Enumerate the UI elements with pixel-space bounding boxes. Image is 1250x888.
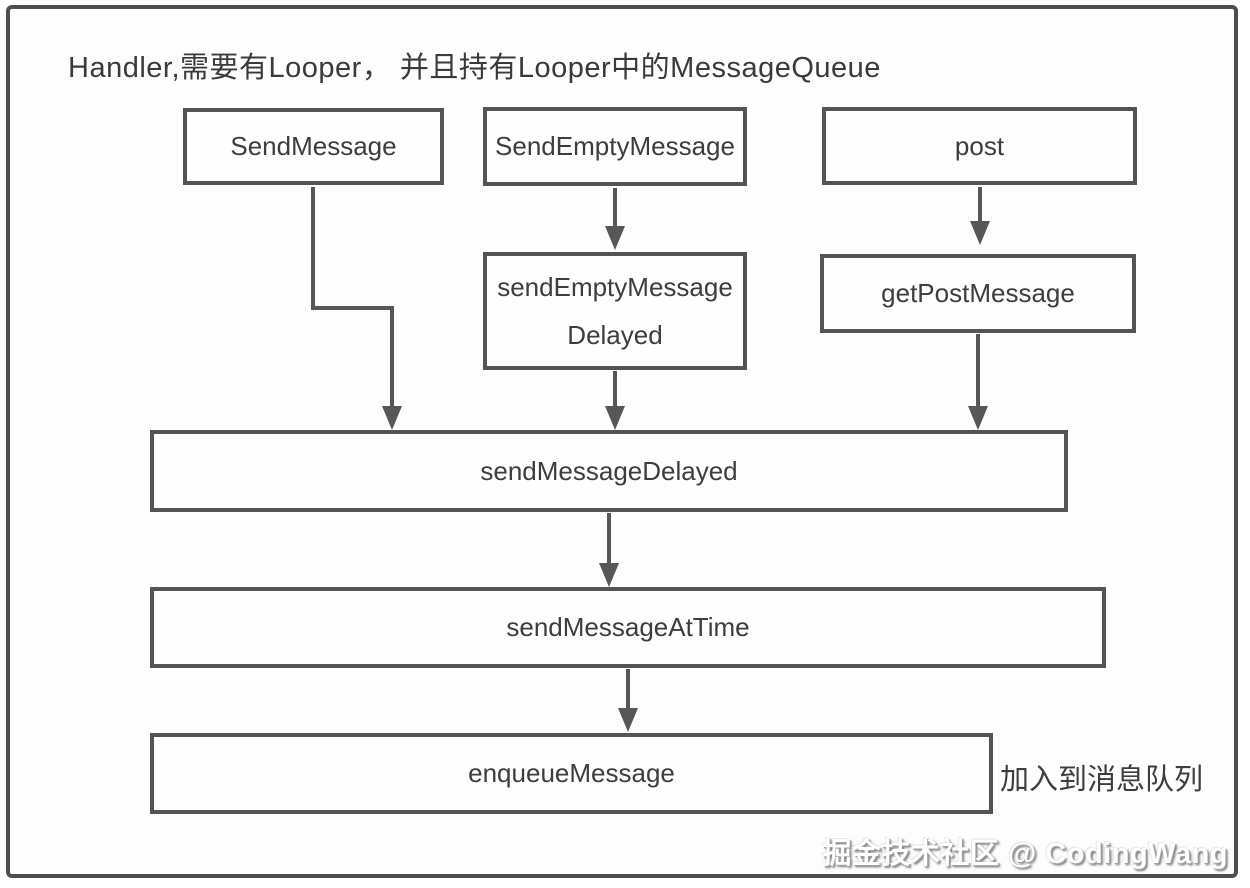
node-send-message-delayed-label: sendMessageDelayed [480,455,738,486]
node-post-label: post [954,130,1005,161]
node-send-message-label: SendMessage [230,131,397,161]
diagram-title: Handler,需要有Looper， 并且持有Looper中的MessageQu… [68,52,881,84]
node-send-empty-message: SendEmptyMessage [483,107,747,186]
node-send-message-at-time: sendMessageAtTime [150,587,1106,668]
node-send-empty-message-label: SendEmptyMessage [495,131,735,161]
node-get-post-message-label: getPostMessage [881,278,1075,308]
node-send-message-delayed: sendMessageDelayed [150,430,1068,512]
node-send-message-at-time-label: sendMessageAtTime [506,612,750,642]
node-enqueue-message-label: enqueueMessage [468,758,675,788]
node-get-post-message: getPostMessage [820,254,1136,333]
enqueue-annotation: 加入到消息队列 [1000,764,1204,796]
node-post: post [822,107,1137,185]
watermark: 掘金技术社区 @ CodingWang [822,838,1228,870]
node-send-message: SendMessage [183,108,444,185]
node-enqueue-message: enqueueMessage [150,733,993,814]
node-send-empty-message-delayed-line2: Delayed [567,320,663,350]
node-send-empty-message-delayed: sendEmptyMessage Delayed [483,252,747,370]
node-send-empty-message-delayed-line1: sendEmptyMessage [497,272,733,302]
